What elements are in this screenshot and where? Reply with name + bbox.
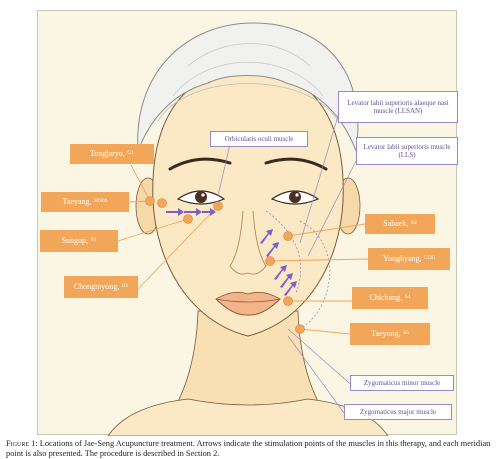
point-label-yonghyang: Yonghyang, LI20 <box>368 248 450 270</box>
point-label-taeyong: Taeyong, S5 <box>350 323 430 345</box>
caption-text: Locations of Jae-Seng Acupuncture treatm… <box>6 439 491 458</box>
point-label-taeyang: Taeyang, HN6b <box>41 192 129 212</box>
point-marker-taeyang <box>157 198 167 208</box>
point-label-tongjaryo: Tongjaryo, G1 <box>70 144 154 164</box>
figure-caption: Figure 1: Locations of Jae-Seng Acupunct… <box>6 439 496 459</box>
muscle-label-orbicularis-oculi: Orbicularis oculi muscle <box>210 131 308 147</box>
point-label-chichang: Chichang, S4 <box>352 287 428 309</box>
point-label-sungup: Sungup, S1 <box>40 230 118 252</box>
point-marker-chongmyong <box>213 201 223 211</box>
muscle-region-zygomatic <box>299 220 331 330</box>
arrow-icon <box>284 281 297 296</box>
point-marker-yonghyang <box>265 256 275 266</box>
point-marker-sabaek <box>283 231 293 241</box>
muscle-label-lls: Levator labii superioris muscle (LLS) <box>356 137 458 165</box>
arrow-icon <box>280 273 293 288</box>
left-eyebrow <box>168 157 232 171</box>
point-label-sabaek: Sabaek, S2 <box>365 214 435 234</box>
right-eyebrow <box>264 157 328 171</box>
arrow-icon <box>266 242 279 257</box>
cap <box>137 22 359 152</box>
point-marker-tongjaryo <box>145 196 155 206</box>
figure-number: Figure 1: <box>6 439 38 448</box>
arrow-icon <box>274 265 287 280</box>
stimulation-arrows <box>166 208 297 296</box>
arrow-icon <box>166 208 184 216</box>
nose <box>229 210 267 275</box>
point-label-chongmyong: Chongmyong, B1 <box>64 276 138 298</box>
arrow-icon <box>202 208 216 216</box>
arrow-icon <box>260 229 273 244</box>
acupoint-markers <box>145 196 305 334</box>
point-marker-sungup <box>183 214 193 224</box>
point-marker-taeyong <box>295 324 305 334</box>
arrow-icon <box>184 208 202 216</box>
muscle-label-zygomaticus-minor: Zygomaticus minor muscle <box>350 375 454 391</box>
figure-panel: Tongjaryo, G1 Taeyang, HN6b Sungup, S1 C… <box>37 10 458 436</box>
muscle-label-zygomaticus-major: Zygomaticus major muscle <box>344 404 452 420</box>
muscle-label-llsan: Levator labii superioris alaeque nasi mu… <box>338 91 458 123</box>
point-marker-chichang <box>283 296 293 306</box>
